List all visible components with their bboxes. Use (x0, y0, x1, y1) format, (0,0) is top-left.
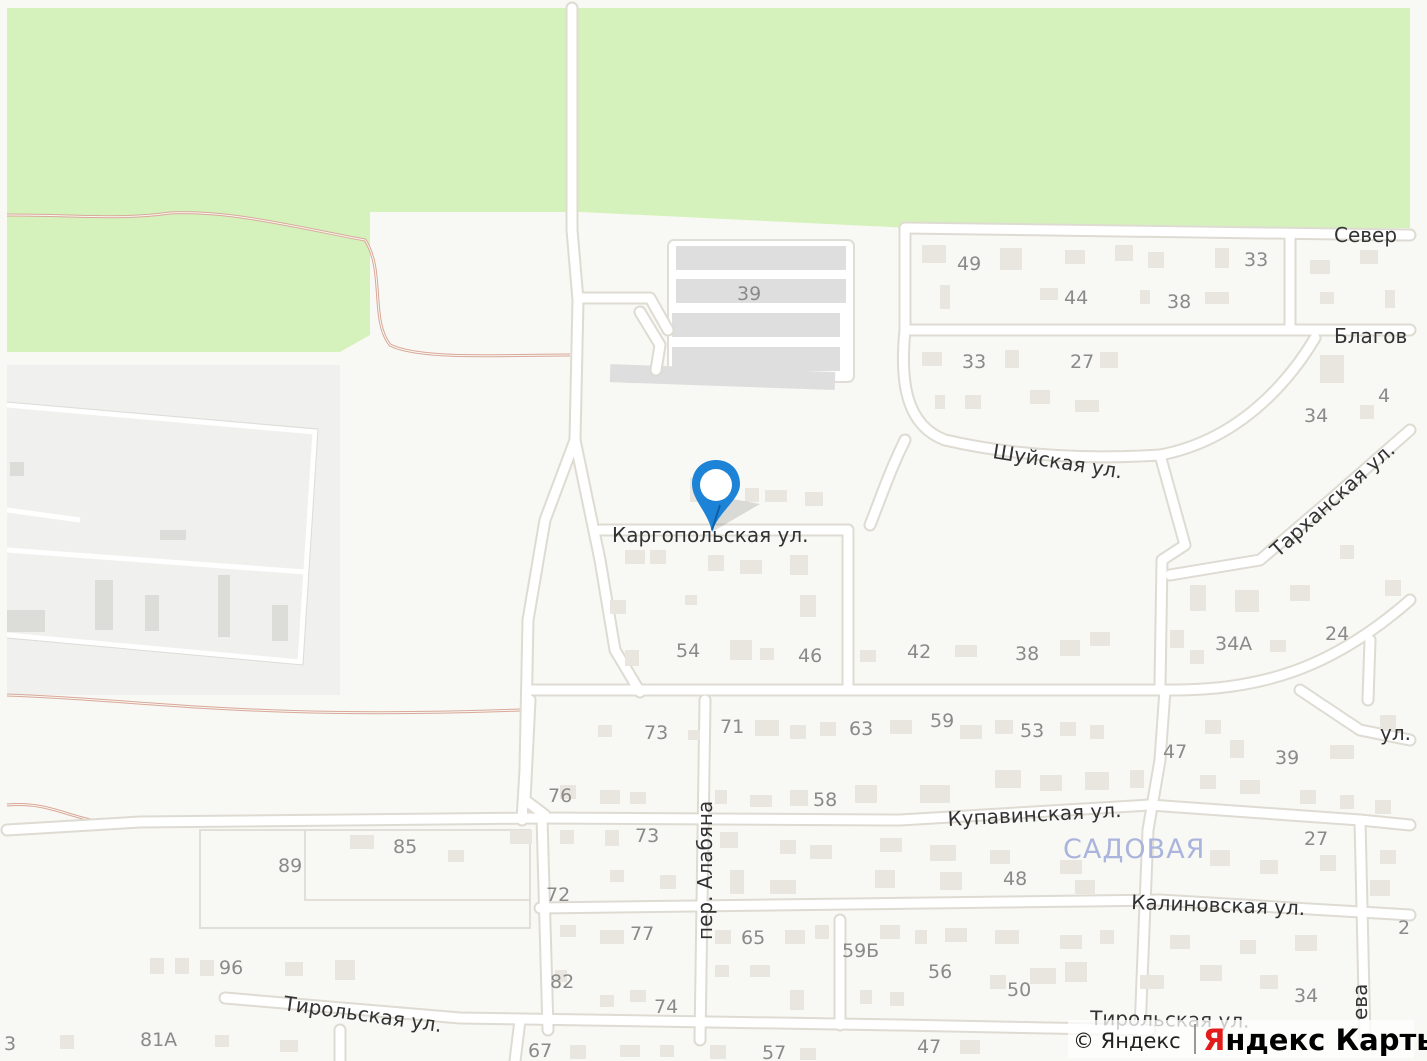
svg-text:67: 67 (528, 1040, 552, 1061)
svg-text:76: 76 (548, 785, 572, 807)
svg-text:59Б: 59Б (842, 940, 879, 962)
svg-text:89: 89 (278, 855, 302, 877)
svg-text:73: 73 (644, 722, 668, 744)
street-label-ul[interactable]: ул. (1380, 721, 1411, 745)
svg-text:27: 27 (1070, 351, 1094, 373)
svg-text:47: 47 (917, 1036, 941, 1058)
svg-text:59: 59 (930, 710, 954, 732)
map-attribution[interactable]: © Яндекс Яндекс Карты (1068, 1020, 1427, 1058)
roads (2, 3, 1415, 1061)
svg-text:57: 57 (762, 1042, 786, 1061)
street-label-sever[interactable]: Север (1334, 223, 1397, 247)
district-label: САДОВАЯ (1063, 834, 1205, 865)
street-label-eva[interactable]: ева (1348, 984, 1372, 1020)
street-label-alabyana[interactable]: пер. Алабяна (693, 801, 717, 940)
svg-text:3: 3 (4, 1033, 16, 1055)
attribution-divider (1194, 1024, 1196, 1054)
svg-text:85: 85 (393, 836, 417, 858)
svg-text:74: 74 (654, 996, 678, 1018)
svg-text:38: 38 (1015, 643, 1039, 665)
buildings (60, 245, 1401, 1060)
svg-text:44: 44 (1064, 287, 1088, 309)
svg-text:2: 2 (1398, 917, 1410, 939)
svg-text:82: 82 (550, 971, 574, 993)
svg-text:58: 58 (813, 789, 837, 811)
svg-text:38: 38 (1167, 291, 1191, 313)
garage-block (609, 239, 855, 391)
industrial-roads-casing (6, 401, 319, 666)
svg-text:39: 39 (1275, 747, 1299, 769)
svg-text:72: 72 (546, 884, 570, 906)
svg-text:73: 73 (635, 825, 659, 847)
copyright-text[interactable]: © Яндекс (1073, 1029, 1181, 1053)
street-label-blagov[interactable]: Благов (1334, 324, 1407, 348)
forest-area-north (7, 8, 1410, 352)
svg-text:54: 54 (676, 640, 700, 662)
svg-text:33: 33 (962, 351, 986, 373)
industrial-roads (6, 402, 318, 665)
svg-text:24: 24 (1325, 623, 1349, 645)
svg-text:34: 34 (1294, 985, 1318, 1007)
svg-text:48: 48 (1003, 868, 1027, 890)
location-marker-icon[interactable] (692, 460, 760, 532)
svg-text:34: 34 (1304, 405, 1328, 427)
svg-text:47: 47 (1163, 741, 1187, 763)
svg-text:46: 46 (798, 645, 822, 667)
yandex-maps-logo[interactable]: Яндекс Карты (1203, 1023, 1427, 1057)
industrial-buildings (7, 462, 288, 641)
svg-text:4: 4 (1378, 385, 1390, 407)
svg-text:49: 49 (957, 253, 981, 275)
svg-text:39: 39 (737, 283, 761, 305)
svg-text:77: 77 (630, 923, 654, 945)
svg-text:33: 33 (1244, 249, 1268, 271)
svg-text:63: 63 (849, 718, 873, 740)
plot-outlines (199, 829, 531, 929)
house-numbers: 39 49 33 44 38 33 27 34 4 54 46 42 38 34… (4, 249, 1410, 1061)
svg-text:65: 65 (741, 927, 765, 949)
street-label-kargopolskaya[interactable]: Каргопольская ул. (612, 523, 808, 547)
svg-text:71: 71 (720, 716, 744, 738)
svg-text:81А: 81А (140, 1029, 177, 1051)
svg-text:56: 56 (928, 961, 952, 983)
svg-text:27: 27 (1304, 828, 1328, 850)
svg-text:42: 42 (907, 641, 931, 663)
svg-text:53: 53 (1020, 720, 1044, 742)
svg-text:50: 50 (1007, 979, 1031, 1001)
svg-text:34А: 34А (1215, 633, 1252, 655)
svg-text:96: 96 (219, 957, 243, 979)
